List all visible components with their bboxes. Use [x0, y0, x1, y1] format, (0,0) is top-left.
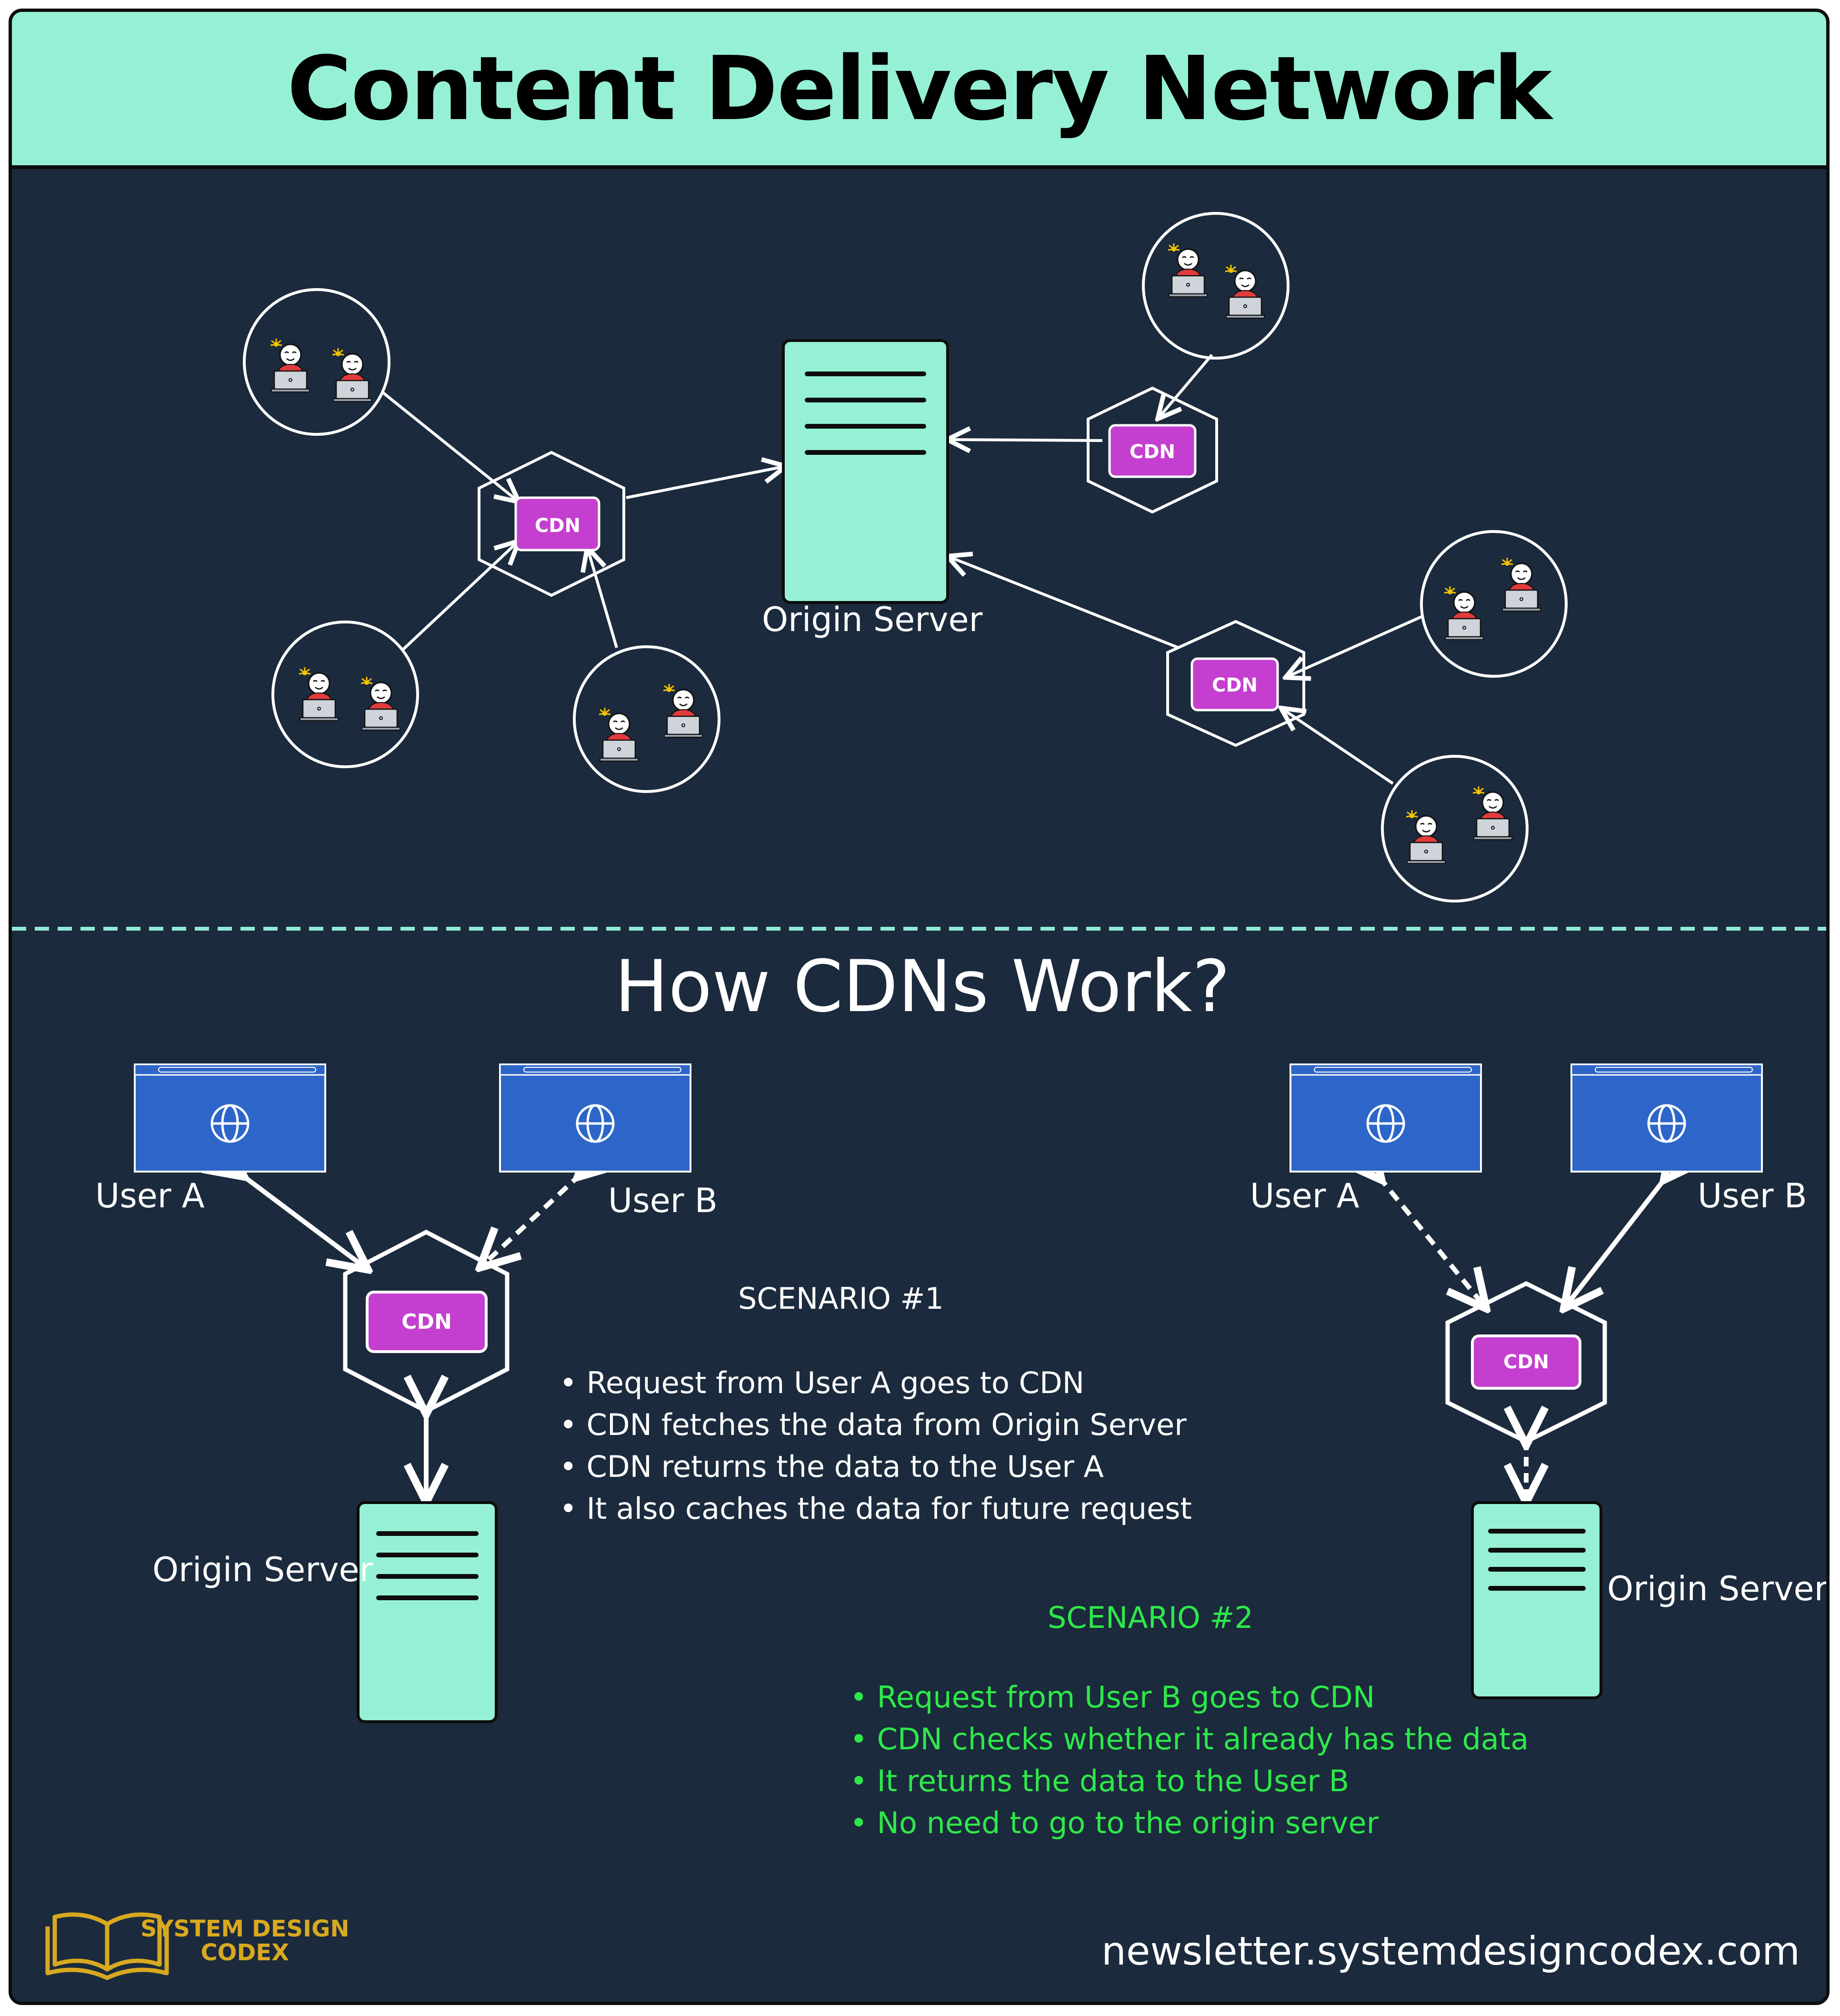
- scenario1-bullet: It also caches the data for future reque…: [560, 1488, 1192, 1530]
- arrow-usera-cdn-left: [240, 1174, 364, 1267]
- cdn-node-3: CDN: [1166, 620, 1305, 747]
- globe-icon: [210, 1104, 250, 1143]
- arrow-cdn3-to-origin: [950, 557, 1180, 649]
- user-cluster-3: [573, 645, 720, 793]
- user-cluster-1: [243, 288, 390, 436]
- cdn-node-1: CDN: [478, 451, 625, 597]
- arrow-cluster4-to-cdn2: [1160, 354, 1213, 417]
- scenario1-bullets: Request from User A goes to CDN CDN fetc…: [560, 1362, 1192, 1530]
- user-b-label-left: User B: [608, 1181, 718, 1220]
- origin-server-scenario1: [357, 1501, 498, 1723]
- origin-server-label-top: Origin Server: [762, 600, 983, 639]
- origin-server-label-left: Origin Server: [152, 1550, 373, 1589]
- scenario2-bullets: Request from User B goes to CDN CDN chec…: [850, 1676, 1529, 1844]
- globe-icon: [576, 1104, 615, 1143]
- user-cluster-5: [1420, 530, 1568, 678]
- scenario2-title: SCENARIO #2: [1048, 1600, 1253, 1635]
- origin-server-label-right: Origin Server: [1607, 1569, 1828, 1608]
- globe-icon: [1366, 1104, 1405, 1143]
- cdn-label: CDN: [535, 515, 580, 537]
- user-cluster-4: [1142, 212, 1290, 360]
- origin-server-top: [782, 339, 949, 604]
- arrow-cluster5-to-cdn3: [1288, 615, 1422, 676]
- user-b-label-right: User B: [1698, 1176, 1807, 1215]
- section-heading: How CDNs Work?: [614, 945, 1230, 1028]
- scenario1-bullet: CDN returns the data to the User A: [560, 1446, 1192, 1488]
- scenario2-bullet: No need to go to the origin server: [850, 1802, 1529, 1844]
- browser-user-b-right: [1570, 1063, 1763, 1173]
- arrow-usera-cdn-right: [1379, 1176, 1483, 1305]
- scenario1-bullet: CDN fetches the data from Origin Server: [560, 1404, 1192, 1446]
- origin-server-scenario2: [1471, 1501, 1602, 1699]
- footer-url[interactable]: newsletter.systemdesigncodex.com: [1101, 1929, 1800, 1974]
- browser-user-b-left: [499, 1063, 691, 1173]
- logo-line-2: CODEX: [200, 1939, 290, 1966]
- arrow-cluster2-to-cdn1: [401, 543, 517, 652]
- arrow-cluster1-to-cdn1: [382, 391, 517, 500]
- logo-line-1: SYSTEM DESIGN: [140, 1916, 350, 1942]
- cdn-label: CDN: [401, 1310, 452, 1334]
- title-band: Content Delivery Network: [12, 12, 1826, 169]
- scenario2-bullet: It returns the data to the User B: [850, 1760, 1529, 1802]
- diagram-svg: CDN CDN CDN: [12, 212, 1826, 1980]
- arrow-cdn2-to-origin: [950, 440, 1103, 441]
- page-title: Content Delivery Network: [287, 37, 1552, 140]
- browser-user-a-left: [134, 1063, 326, 1173]
- user-cluster-2: [271, 621, 419, 768]
- arrow-userb-cdn-right: [1567, 1176, 1667, 1305]
- scenario1-title: SCENARIO #1: [738, 1281, 944, 1316]
- user-a-label-right: User A: [1250, 1176, 1360, 1215]
- cdn-label: CDN: [1212, 674, 1258, 696]
- logo-text: SYSTEM DESIGN CODEX: [140, 1917, 350, 1965]
- cdn-label: CDN: [1503, 1351, 1549, 1373]
- scenario2-bullet: Request from User B goes to CDN: [850, 1676, 1529, 1718]
- cdn-label: CDN: [1130, 441, 1175, 463]
- arrow-cluster6-to-cdn3: [1283, 710, 1394, 785]
- browser-user-a-right: [1290, 1063, 1482, 1173]
- scenario2-bullet: CDN checks whether it already has the da…: [850, 1718, 1529, 1760]
- globe-icon: [1647, 1104, 1686, 1143]
- cdn-node-scenario2: CDN: [1445, 1281, 1607, 1444]
- canvas: Content Delivery Network: [9, 9, 1830, 2005]
- open-book-icon: [45, 1912, 169, 1980]
- user-cluster-6: [1381, 755, 1529, 903]
- arrow-userb-cdn-left: [483, 1174, 581, 1264]
- arrow-cluster3-to-cdn1: [588, 550, 618, 648]
- user-a-label-left: User A: [95, 1176, 205, 1215]
- scenario1-bullet: Request from User A goes to CDN: [560, 1362, 1192, 1404]
- cdn-node-2: CDN: [1087, 386, 1218, 514]
- arrow-cdn1-to-origin: [626, 467, 783, 499]
- cdn-node-scenario1: CDN: [343, 1229, 510, 1414]
